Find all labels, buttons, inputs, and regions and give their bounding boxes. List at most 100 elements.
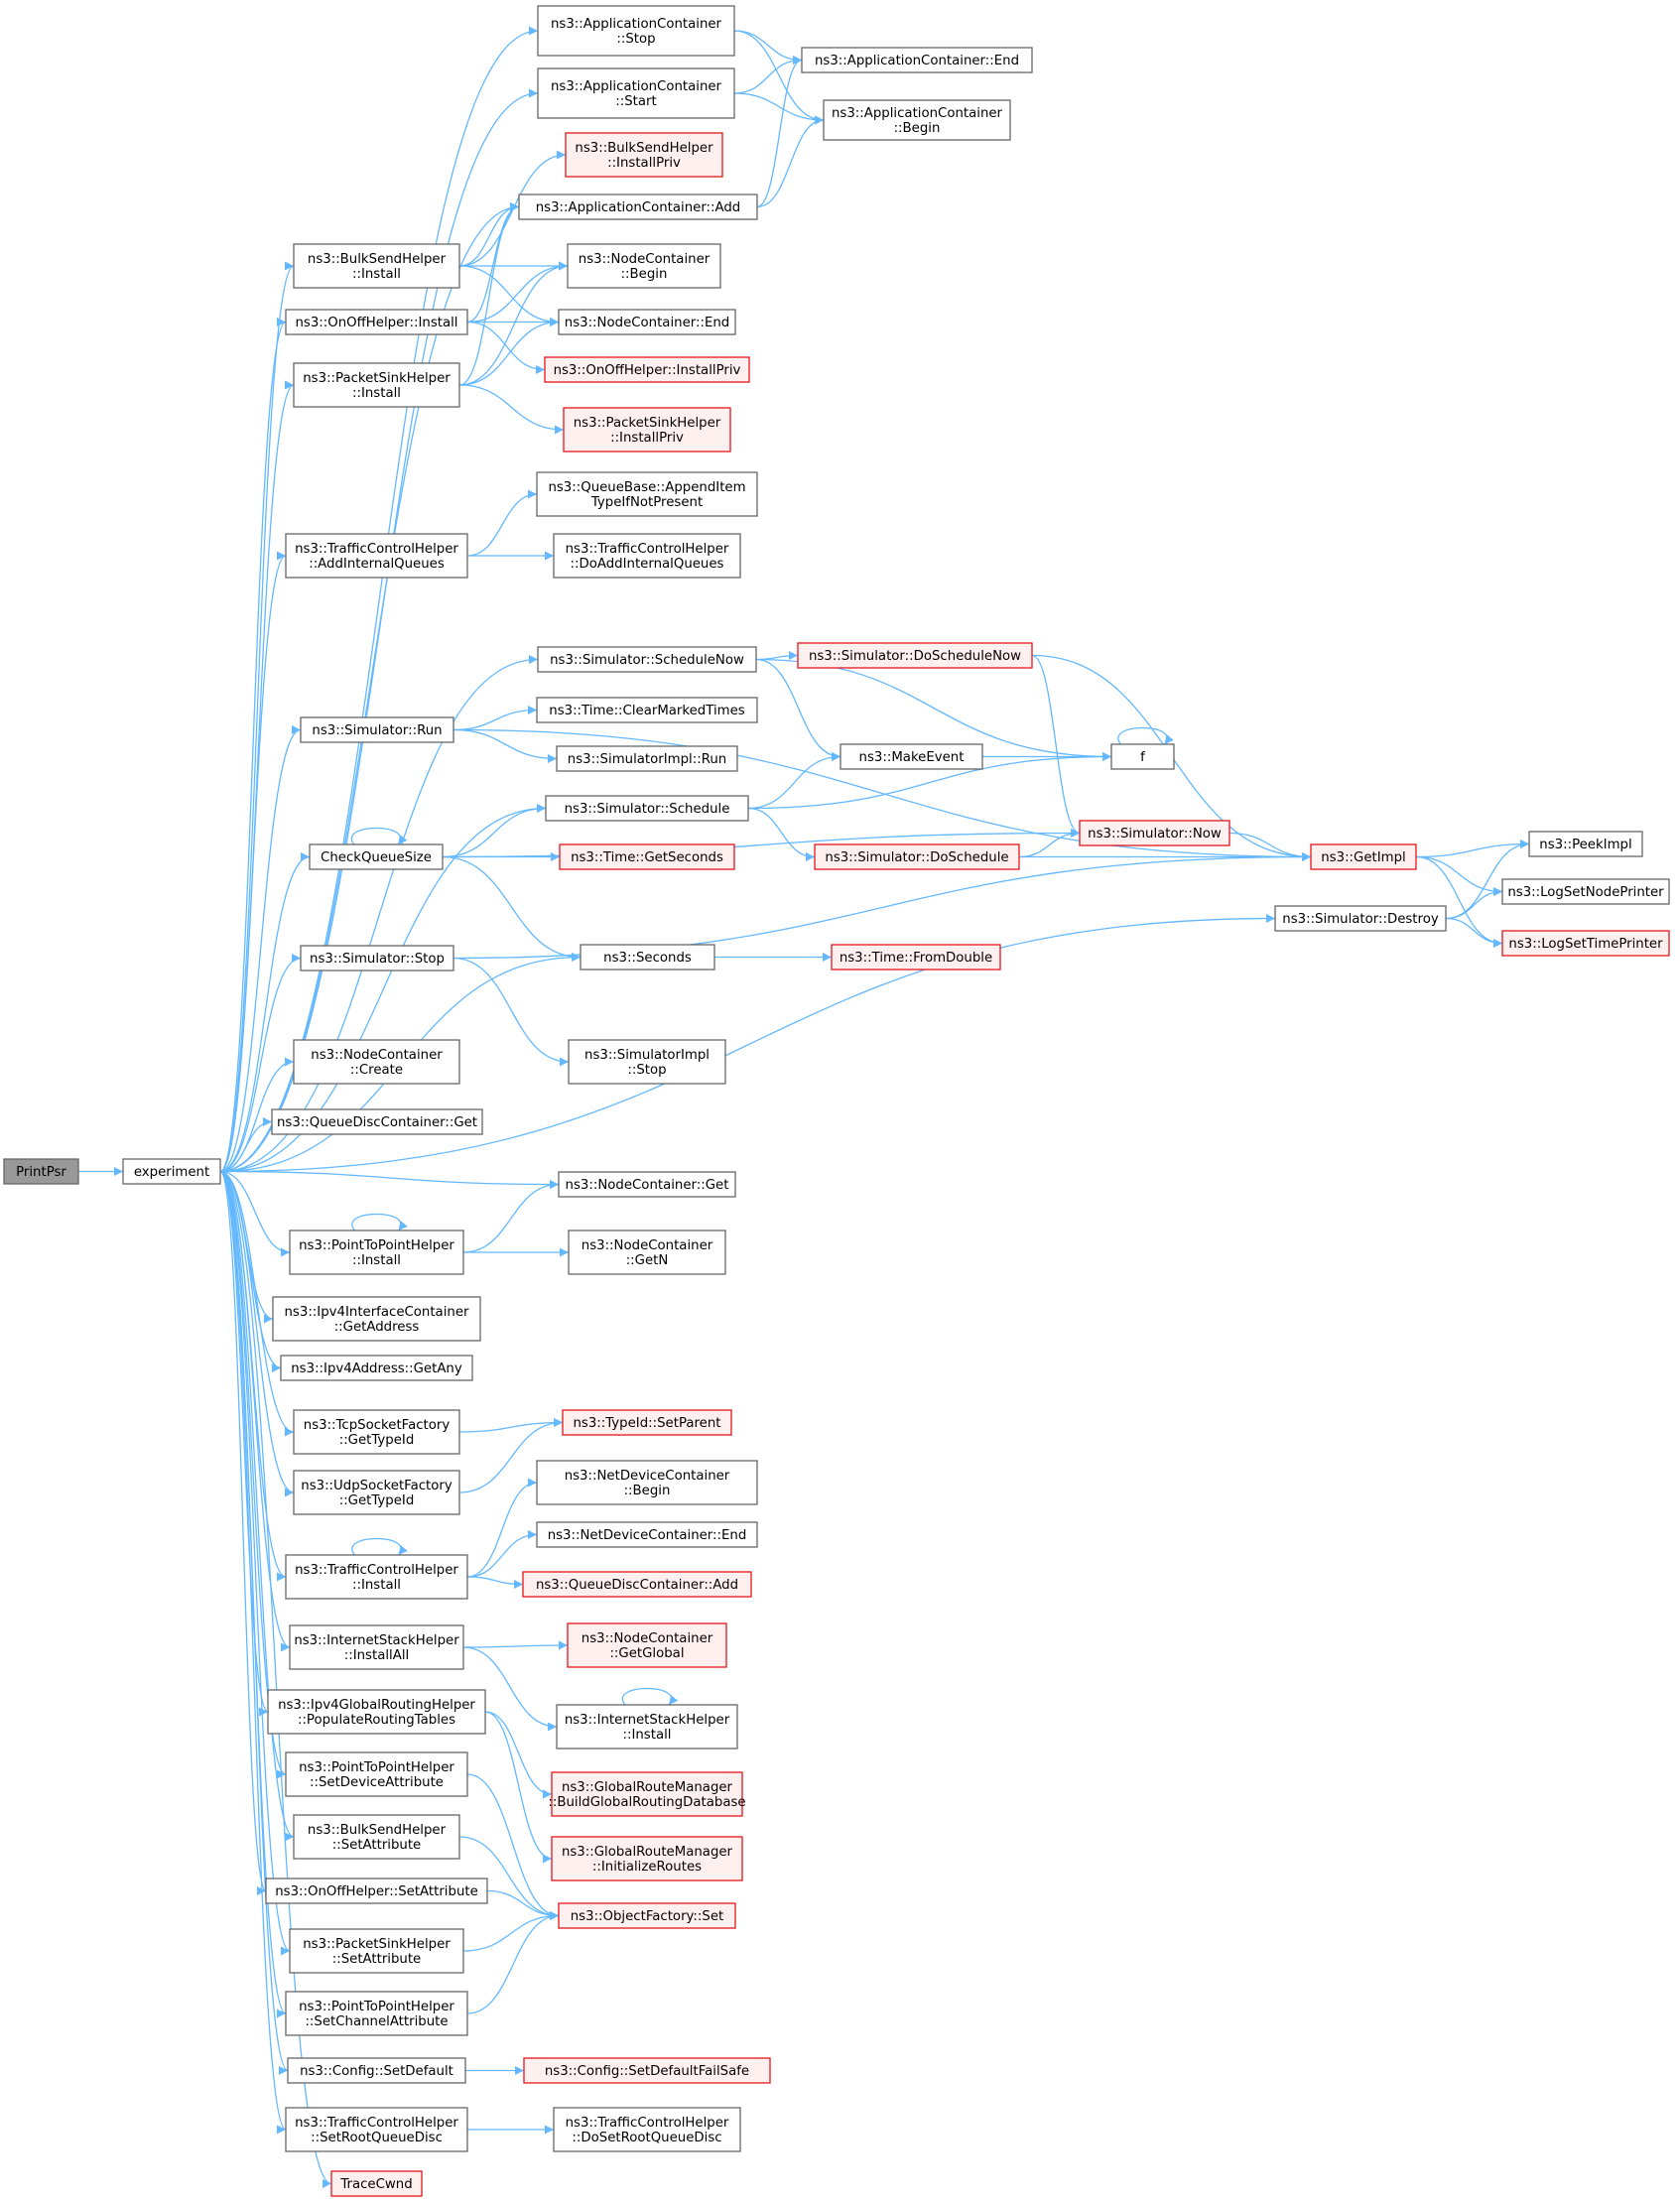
node-ndcbegin[interactable]: ns3::NetDeviceContainer::Begin xyxy=(536,1460,758,1505)
node-tcdosetroot[interactable]: ns3::TrafficControlHelper::DoSetRootQueu… xyxy=(553,2107,741,2152)
node-tracecwnd[interactable]: TraceCwnd xyxy=(330,2170,423,2197)
node-tcdoaddq[interactable]: ns3::TrafficControlHelper::DoAddInternal… xyxy=(553,533,741,579)
node-onoffsetattr[interactable]: ns3::OnOffHelper::SetAttribute xyxy=(265,1878,488,1904)
call-edge-experiment-qdcget xyxy=(219,1116,273,1173)
node-label: ns3::PacketSinkHelper xyxy=(303,371,451,386)
node-seconds[interactable]: ns3::Seconds xyxy=(580,944,715,971)
node-label: ::Install xyxy=(352,267,401,282)
node-printpsr[interactable]: PrintPsr xyxy=(3,1158,79,1185)
node-dosched[interactable]: ns3::Simulator::DoSchedule xyxy=(814,843,1020,870)
node-getsec[interactable]: ns3::Time::GetSeconds xyxy=(559,843,735,870)
node-ishinstallall[interactable]: ns3::InternetStackHelper::InstallAll xyxy=(289,1624,464,1670)
node-label: ns3::PeekImpl xyxy=(1539,838,1631,852)
node-f[interactable]: f xyxy=(1110,743,1175,770)
node-tcinstall[interactable]: ns3::TrafficControlHelper::Install xyxy=(285,1554,468,1600)
node-cfgsetdef[interactable]: ns3::Config::SetDefault xyxy=(287,2057,466,2084)
node-clearmarked[interactable]: ns3::Time::ClearMarkedTimes xyxy=(536,697,758,723)
call-edge-onoffinstall-appadd xyxy=(466,201,520,324)
node-bulkinstallpriv[interactable]: ns3::BulkSendHelper::InstallPriv xyxy=(565,132,723,178)
node-grminit[interactable]: ns3::GlobalRouteManager::InitializeRoute… xyxy=(551,1836,743,1881)
node-onoffinstallpriv[interactable]: ns3::OnOffHelper::InstallPriv xyxy=(544,356,750,383)
call-edge-cqs-seconds xyxy=(442,855,582,963)
node-appstart[interactable]: ns3::ApplicationContainer::Start xyxy=(537,67,735,119)
node-simrun[interactable]: ns3::Simulator::Run xyxy=(300,716,454,743)
node-box xyxy=(1501,930,1670,957)
node-logtime[interactable]: ns3::LogSetTimePrinter xyxy=(1501,930,1670,957)
node-box xyxy=(122,1158,221,1185)
node-label: ns3::BulkSendHelper xyxy=(308,252,447,267)
node-p2psetchan[interactable]: ns3::PointToPointHelper::SetChannelAttri… xyxy=(285,1991,468,2036)
node-simnow[interactable]: ns3::Simulator::Now xyxy=(1079,820,1230,846)
node-tcaddq[interactable]: ns3::TrafficControlHelper::AddInternalQu… xyxy=(285,533,468,579)
node-ipv4any[interactable]: ns3::Ipv4Address::GetAny xyxy=(280,1355,473,1381)
call-edge-ishinstallall-ncglobal xyxy=(462,1640,569,1650)
call-edge-cqs-sched xyxy=(442,803,547,858)
node-simdestroy[interactable]: ns3::Simulator::Destroy xyxy=(1274,905,1447,932)
node-ipv4ifc[interactable]: ns3::Ipv4InterfaceContainer::GetAddress xyxy=(272,1296,481,1342)
node-p2pinstall[interactable]: ns3::PointToPointHelper::Install xyxy=(289,1230,464,1275)
node-label: ns3::GlobalRouteManager xyxy=(562,1780,733,1795)
call-edge-sinkinstall-appadd xyxy=(458,202,520,386)
call-edge-experiment-appstop xyxy=(219,26,539,1173)
node-box xyxy=(3,1158,79,1185)
node-label: ns3::PacketSinkHelper xyxy=(303,1937,451,1952)
call-edge-sinkinstall-ncbegin xyxy=(458,261,569,386)
call-edge-tcinstall-tcinstall xyxy=(351,1537,408,1556)
node-qdcadd[interactable]: ns3::QueueDiscContainer::Add xyxy=(522,1571,752,1598)
node-ndcend[interactable]: ns3::NetDeviceContainer::End xyxy=(536,1521,758,1548)
node-implstop[interactable]: ns3::SimulatorImpl::Stop xyxy=(568,1039,726,1085)
node-udptypeid[interactable]: ns3::UdpSocketFactory::GetTypeId xyxy=(293,1470,460,1515)
node-append[interactable]: ns3::ApplicationContainer::End xyxy=(801,47,1033,73)
node-ishinstall[interactable]: ns3::InternetStackHelper::Install xyxy=(556,1704,738,1749)
node-ncglobal[interactable]: ns3::NodeContainer::GetGlobal xyxy=(567,1622,727,1668)
node-p2psetdev[interactable]: ns3::PointToPointHelper::SetDeviceAttrib… xyxy=(285,1751,468,1797)
call-edge-p2pinstall-p2pinstall xyxy=(351,1213,408,1231)
node-appstop[interactable]: ns3::ApplicationContainer::Stop xyxy=(537,5,735,57)
node-peekimpl[interactable]: ns3::PeekImpl xyxy=(1528,831,1643,857)
node-appadd[interactable]: ns3::ApplicationContainer::Add xyxy=(518,194,758,220)
node-tcsetroot[interactable]: ns3::TrafficControlHelper::SetRootQueueD… xyxy=(285,2107,468,2152)
node-qdcget[interactable]: ns3::QueueDiscContainer::Get xyxy=(271,1108,483,1135)
node-setparent[interactable]: ns3::TypeId::SetParent xyxy=(562,1409,732,1436)
node-sinkinstall[interactable]: ns3::PacketSinkHelper::Install xyxy=(293,362,460,408)
node-simstop[interactable]: ns3::Simulator::Stop xyxy=(300,945,454,971)
node-bulksetattr[interactable]: ns3::BulkSendHelper::SetAttribute xyxy=(293,1814,460,1860)
node-lognode[interactable]: ns3::LogSetNodePrinter xyxy=(1501,878,1670,905)
node-makeevent[interactable]: ns3::MakeEvent xyxy=(840,743,983,770)
call-edge-tcaddq-qbappend xyxy=(466,489,538,557)
node-sinksetattr[interactable]: ns3::PacketSinkHelper::SetAttribute xyxy=(289,1928,464,1974)
node-ncend[interactable]: ns3::NodeContainer::End xyxy=(558,309,736,335)
call-edge-experiment-sched xyxy=(219,803,547,1173)
node-getimpl[interactable]: ns3::GetImpl xyxy=(1310,843,1417,870)
node-ipv4grh[interactable]: ns3::Ipv4GlobalRoutingHelper::PopulateRo… xyxy=(267,1689,486,1735)
node-label: ns3::TrafficControlHelper xyxy=(566,542,729,557)
node-box xyxy=(823,99,1011,141)
node-ncgetn[interactable]: ns3::NodeContainer::GetN xyxy=(568,1230,726,1275)
node-nccreate[interactable]: ns3::NodeContainer::Create xyxy=(293,1039,460,1085)
node-schednow[interactable]: ns3::Simulator::ScheduleNow xyxy=(537,646,757,673)
node-cqs[interactable]: CheckQueueSize xyxy=(309,843,444,870)
node-label: ns3::TrafficControlHelper xyxy=(295,1563,458,1578)
node-implrun[interactable]: ns3::SimulatorImpl::Run xyxy=(556,745,738,772)
node-tcptypeid[interactable]: ns3::TcpSocketFactory::GetTypeId xyxy=(293,1409,460,1455)
node-ncget[interactable]: ns3::NodeContainer::Get xyxy=(558,1171,736,1198)
node-label: ::Stop xyxy=(616,32,655,47)
node-ofset[interactable]: ns3::ObjectFactory::Set xyxy=(558,1902,736,1929)
node-box xyxy=(551,1771,743,1817)
call-edge-simrun-getimpl xyxy=(452,728,1312,862)
node-experiment[interactable]: experiment xyxy=(122,1158,221,1185)
node-doschednow[interactable]: ns3::Simulator::DoScheduleNow xyxy=(797,642,1033,669)
node-box xyxy=(300,945,454,971)
node-label: ns3::GlobalRouteManager xyxy=(562,1845,733,1860)
node-ncbegin[interactable]: ns3::NodeContainer::Begin xyxy=(567,243,721,289)
node-sched[interactable]: ns3::Simulator::Schedule xyxy=(545,795,749,822)
node-onoffinstall[interactable]: ns3::OnOffHelper::Install xyxy=(285,309,468,335)
node-grmbuild[interactable]: ns3::GlobalRouteManager::BuildGlobalRout… xyxy=(548,1771,746,1817)
node-qbappend[interactable]: ns3::QueueBase::AppendItemTypeIfNotPrese… xyxy=(536,471,758,517)
node-fromdouble[interactable]: ns3::Time::FromDouble xyxy=(831,944,1001,971)
node-sinkinstallpriv[interactable]: ns3::PacketSinkHelper::InstallPriv xyxy=(563,407,731,453)
node-cfgfailsafe[interactable]: ns3::Config::SetDefaultFailSafe xyxy=(523,2057,771,2084)
node-appbegin[interactable]: ns3::ApplicationContainer::Begin xyxy=(823,99,1011,141)
node-bulkinstall[interactable]: ns3::BulkSendHelper::Install xyxy=(293,243,460,289)
node-label: ns3::NodeContainer::Get xyxy=(566,1178,729,1193)
